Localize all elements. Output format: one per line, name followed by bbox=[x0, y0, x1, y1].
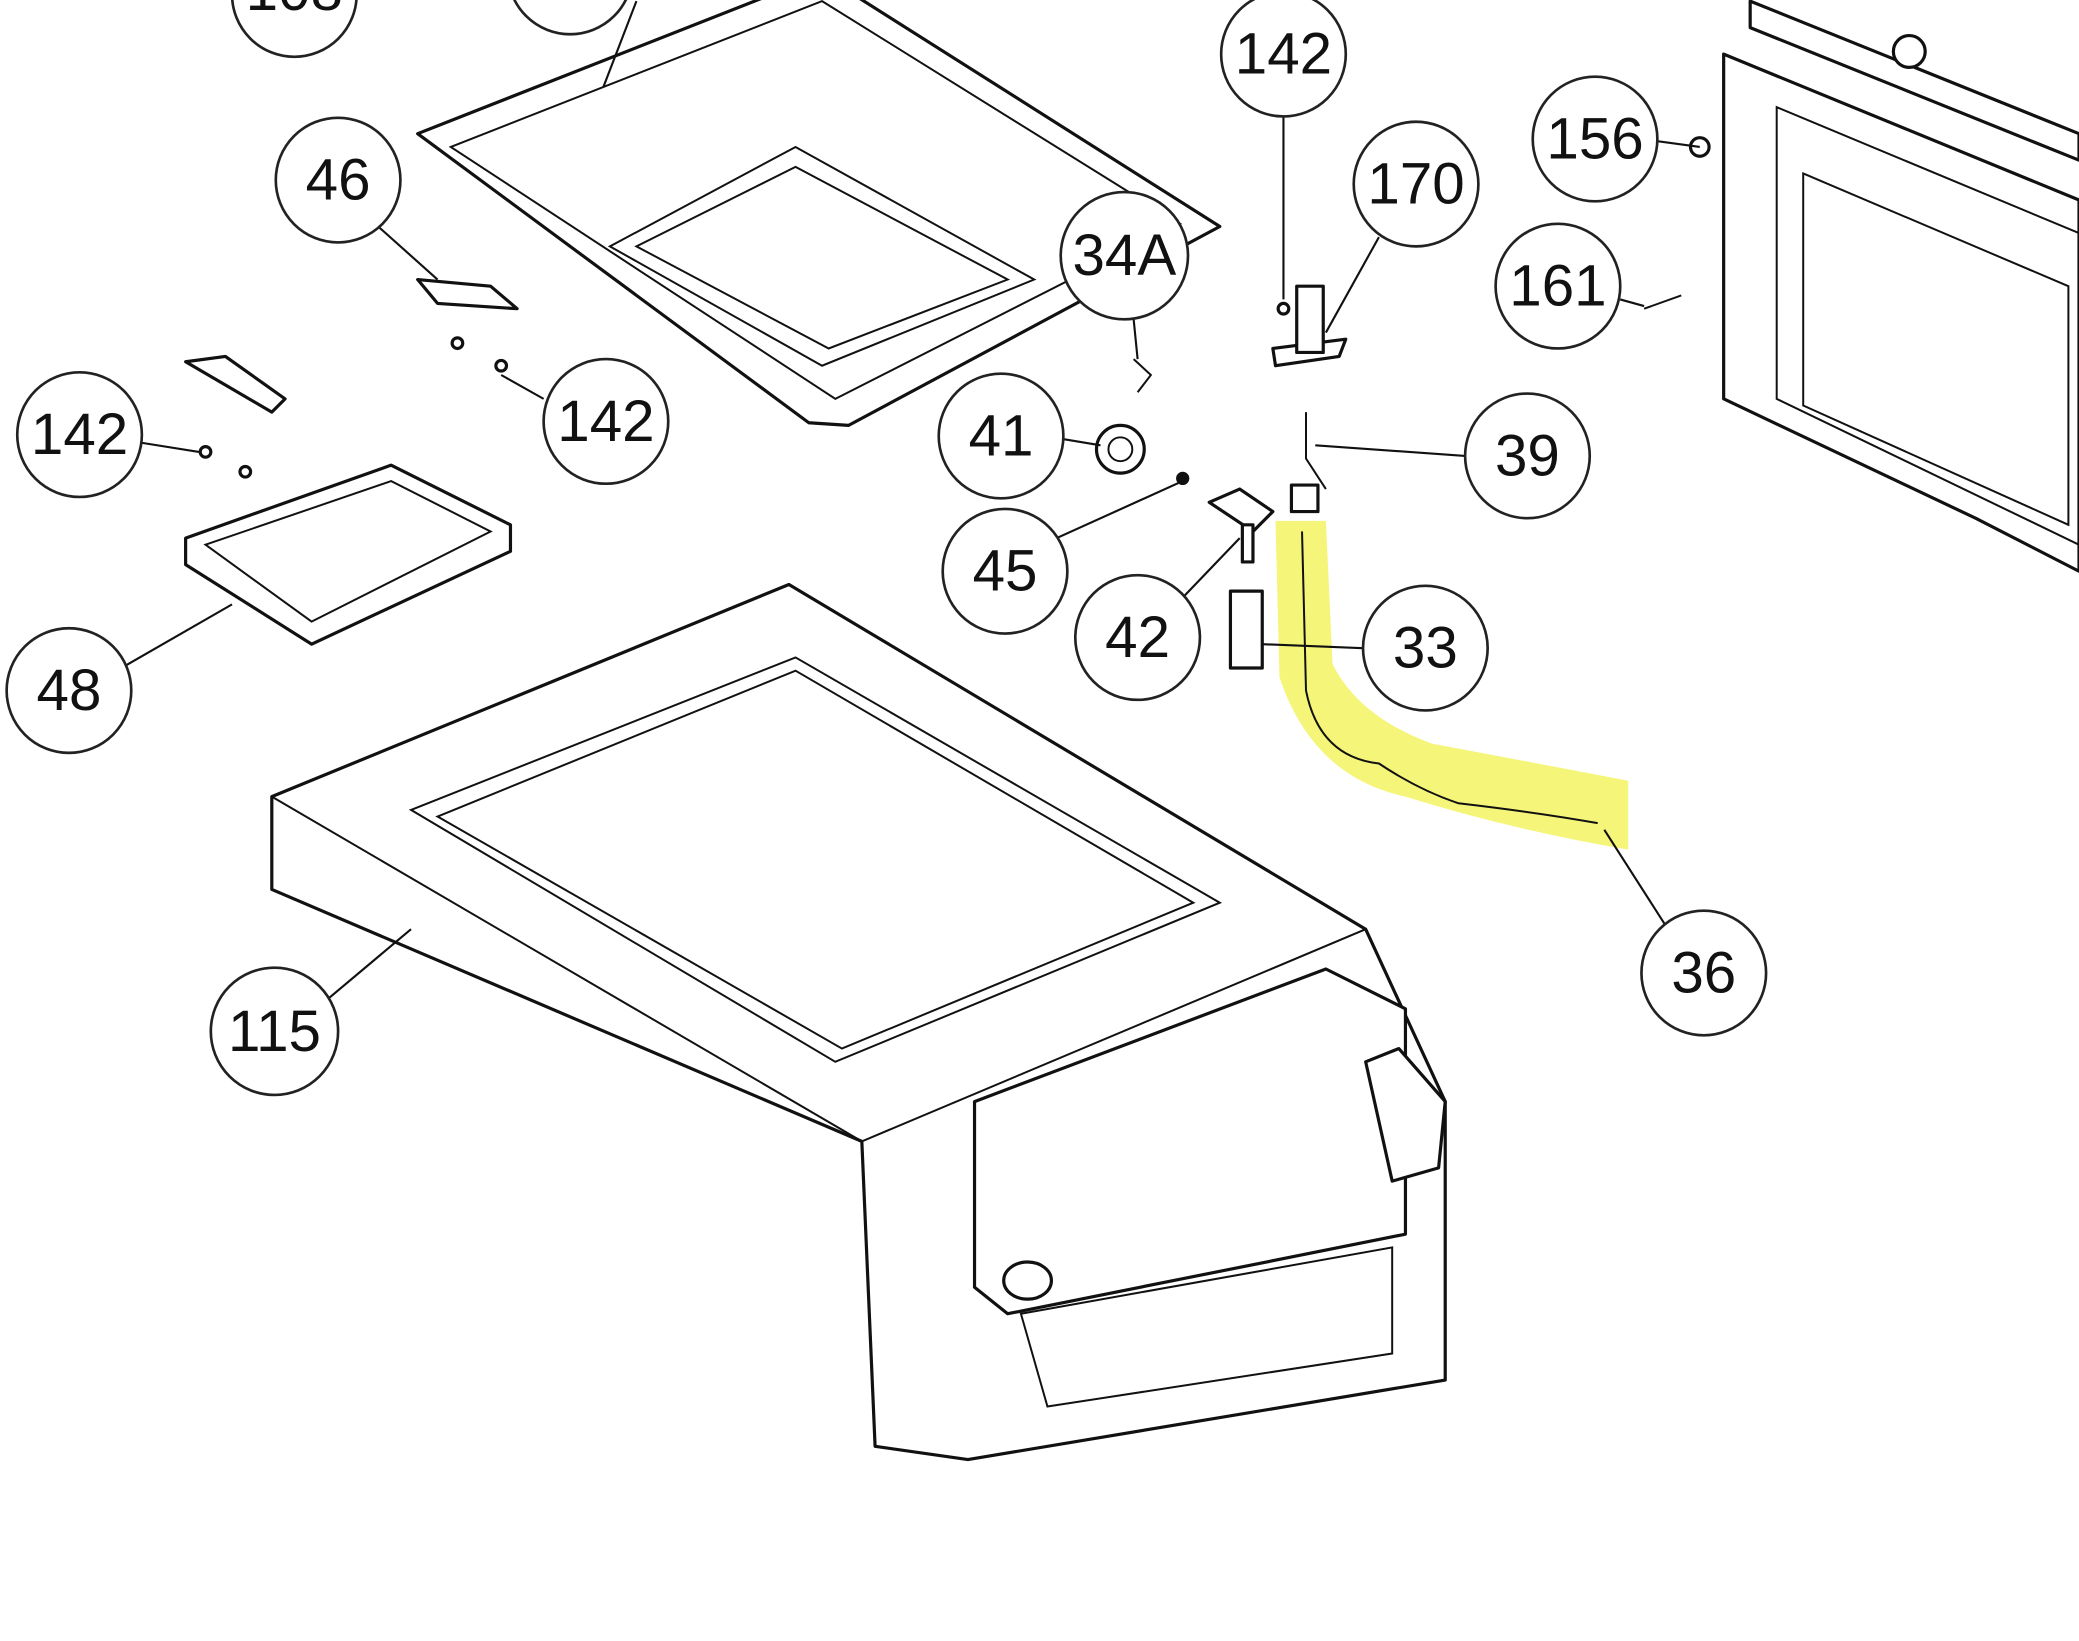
callout-142-left: 142 bbox=[15, 371, 144, 499]
svg-text:41: 41 bbox=[969, 403, 1034, 468]
part-36-tube bbox=[1301, 531, 1598, 825]
svg-text:36: 36 bbox=[1671, 940, 1736, 1005]
svg-text:48: 48 bbox=[37, 658, 102, 723]
bottom-tray-115 bbox=[270, 582, 1447, 1462]
highlight-part-36 bbox=[1275, 520, 1629, 850]
svg-text:142: 142 bbox=[1235, 22, 1332, 87]
callout-unlabeled-top bbox=[513, 0, 628, 36]
svg-text:34A: 34A bbox=[1072, 223, 1176, 288]
callout-142-mid: 142 bbox=[542, 357, 670, 486]
svg-text:42: 42 bbox=[1105, 605, 1170, 670]
hardware bbox=[198, 136, 1711, 670]
svg-text:115: 115 bbox=[228, 999, 321, 1064]
callout-108: 108 bbox=[230, 0, 358, 59]
svg-text:170: 170 bbox=[1367, 152, 1464, 217]
svg-text:142: 142 bbox=[557, 389, 654, 454]
callout-45: 45 bbox=[941, 507, 1069, 635]
callout-36: 36 bbox=[1640, 909, 1768, 1037]
callout-42: 42 bbox=[1073, 573, 1202, 702]
grill-body bbox=[1722, 0, 2079, 573]
svg-text:33: 33 bbox=[1393, 616, 1458, 681]
callout-48: 48 bbox=[5, 626, 133, 755]
svg-text:45: 45 bbox=[973, 539, 1038, 604]
callout-170: 170 bbox=[1352, 120, 1480, 248]
svg-text:161: 161 bbox=[1509, 254, 1606, 319]
callout-161: 161 bbox=[1494, 222, 1622, 350]
callout-39: 39 bbox=[1463, 392, 1592, 520]
callout-156: 156 bbox=[1531, 75, 1659, 203]
callout-34A: 34A bbox=[1059, 190, 1190, 321]
callout-33: 33 bbox=[1361, 584, 1489, 712]
svg-text:46: 46 bbox=[306, 148, 371, 213]
leader-lines bbox=[116, 0, 1700, 999]
svg-text:108: 108 bbox=[246, 0, 343, 23]
svg-text:39: 39 bbox=[1495, 423, 1560, 488]
callout-46: 46 bbox=[274, 116, 402, 244]
svg-text:142: 142 bbox=[31, 402, 128, 467]
drip-tray-48 bbox=[184, 277, 519, 646]
callout-115: 115 bbox=[209, 966, 340, 1097]
svg-text:156: 156 bbox=[1546, 106, 1643, 171]
upper-pan bbox=[416, 0, 1222, 427]
callout-142-top: 142 bbox=[1219, 0, 1348, 118]
callout-41: 41 bbox=[937, 372, 1065, 500]
